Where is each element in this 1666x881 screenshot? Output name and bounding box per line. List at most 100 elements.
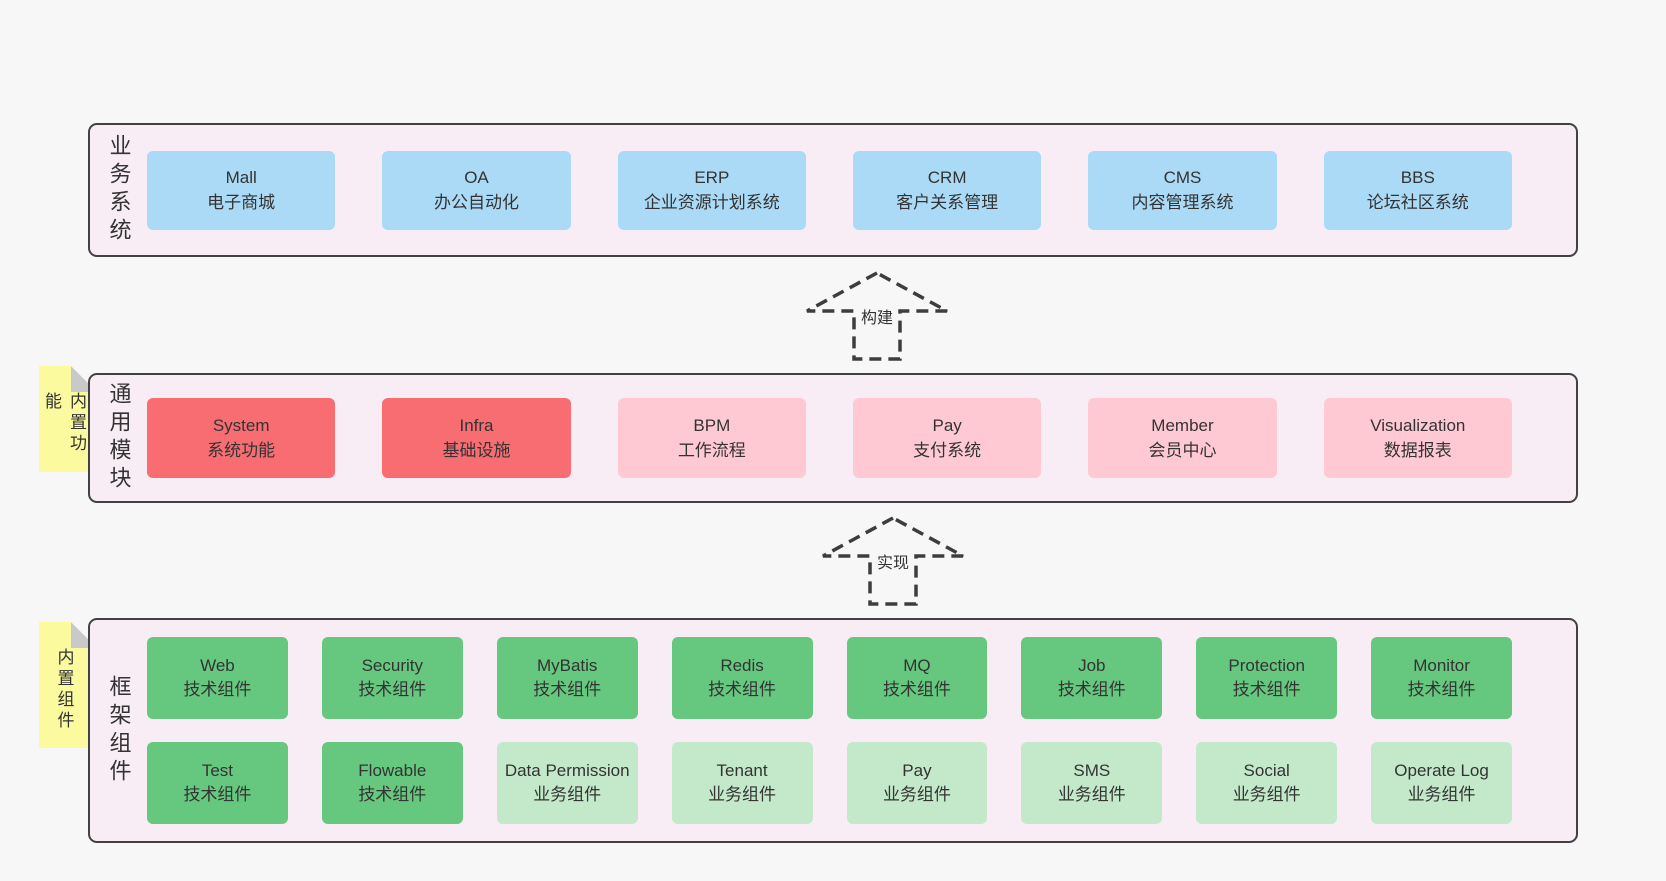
box-desc: 技术组件: [1232, 680, 1301, 699]
component-box-redis: Redis 技术组件: [671, 637, 813, 719]
system-box-erp: ERP 企业资源计划系统: [617, 150, 806, 230]
box-name: Infra: [459, 416, 494, 435]
box-name: Member: [1151, 416, 1214, 435]
component-box-test: Test 技术组件: [147, 742, 288, 824]
box-name: BPM: [693, 416, 731, 435]
box-desc: 工作流程: [677, 441, 746, 460]
box-desc: 技术组件: [358, 785, 427, 804]
box-name: Job: [1078, 656, 1106, 675]
box-name: SMS: [1073, 761, 1111, 780]
box-desc: 基础设施: [442, 441, 511, 460]
box-desc: 技术组件: [358, 680, 427, 699]
box-desc: 客户关系管理: [896, 193, 999, 212]
box-desc: 业务组件: [533, 785, 602, 804]
common-modules-panel: 通用模块 System 系统功能 Infra 基础设施 BPM 工作流程 Pay…: [88, 373, 1578, 503]
component-box-data-permission: Data Permission 业务组件: [496, 742, 638, 824]
module-box-member: Member 会员中心: [1088, 398, 1277, 478]
builtin-features-tab-label: 内置功能: [42, 392, 86, 455]
component-box-protection: Protection 技术组件: [1196, 637, 1338, 719]
box-name: CRM: [927, 168, 967, 187]
common-modules-row: System 系统功能 Infra 基础设施 BPM 工作流程 Pay 支付系统…: [147, 398, 1576, 478]
box-desc: 业务组件: [1232, 785, 1301, 804]
box-name: Tenant: [716, 761, 768, 780]
box-name: Test: [201, 761, 234, 780]
box-desc: 技术组件: [183, 680, 252, 699]
framework-components-panel: 框架组件 Web 技术组件 Security 技术组件 MyBatis 技术组件…: [88, 618, 1578, 843]
box-name: OA: [464, 168, 489, 187]
box-name: System: [212, 416, 270, 435]
component-box-mybatis: MyBatis 技术组件: [496, 637, 638, 719]
business-systems-row: Mall 电子商城 OA 办公自动化 ERP 企业资源计划系统 CRM 客户关系…: [147, 150, 1576, 230]
builtin-components-tab-label: 内置组件: [54, 648, 74, 732]
common-modules-label: 通用模块: [106, 382, 132, 494]
box-name: Security: [361, 656, 424, 675]
component-box-social: Social 业务组件: [1196, 742, 1338, 824]
box-name: MyBatis: [536, 656, 598, 675]
box-name: MQ: [903, 656, 931, 675]
implement-arrow-label: 实现: [872, 548, 914, 574]
component-box-job: Job 技术组件: [1021, 637, 1163, 719]
component-box-tenant: Tenant 业务组件: [671, 742, 813, 824]
box-desc: 技术组件: [533, 680, 602, 699]
component-box-web: Web 技术组件: [147, 637, 288, 719]
system-box-cms: CMS 内容管理系统: [1088, 150, 1277, 230]
box-desc: 内容管理系统: [1131, 193, 1234, 212]
box-desc: 业务组件: [708, 785, 777, 804]
build-arrow-label: 构建: [856, 303, 898, 329]
system-box-oa: OA 办公自动化: [382, 150, 571, 230]
module-box-visualization: Visualization 数据报表: [1323, 398, 1512, 478]
box-desc: 业务组件: [1057, 785, 1126, 804]
box-desc: 技术组件: [882, 680, 951, 699]
business-systems-panel: 业务系统 Mall 电子商城 OA 办公自动化 ERP 企业资源计划系统 CRM…: [88, 123, 1578, 257]
box-desc: 电子商城: [207, 193, 276, 212]
component-box-security: Security 技术组件: [321, 637, 463, 719]
box-name: ERP: [694, 168, 730, 187]
framework-components-grid: Web 技术组件 Security 技术组件 MyBatis 技术组件 Redi…: [147, 637, 1576, 824]
system-box-mall: Mall 电子商城: [147, 150, 336, 230]
box-desc: 支付系统: [913, 441, 982, 460]
box-desc: 技术组件: [708, 680, 777, 699]
component-box-monitor: Monitor 技术组件: [1371, 637, 1512, 719]
box-name: Protection: [1228, 656, 1305, 675]
box-name: Pay: [902, 761, 932, 780]
module-box-infra: Infra 基础设施: [382, 398, 571, 478]
module-box-system: System 系统功能: [147, 398, 336, 478]
implement-arrow: 实现: [818, 515, 968, 607]
box-name: CMS: [1163, 168, 1202, 187]
box-desc: 技术组件: [183, 785, 252, 804]
box-desc: 技术组件: [1057, 680, 1126, 699]
box-name: Operate Log: [1394, 761, 1489, 780]
box-name: Web: [200, 656, 235, 675]
box-name: Monitor: [1413, 656, 1470, 675]
build-arrow: 构建: [802, 270, 952, 362]
component-box-sms: SMS 业务组件: [1021, 742, 1163, 824]
box-name: Social: [1243, 761, 1290, 780]
box-desc: 论坛社区系统: [1366, 193, 1469, 212]
box-desc: 技术组件: [1407, 680, 1476, 699]
box-name: Redis: [720, 656, 764, 675]
component-box-mq: MQ 技术组件: [846, 637, 988, 719]
component-box-operate-log: Operate Log 业务组件: [1371, 742, 1512, 824]
box-desc: 办公自动化: [433, 193, 519, 212]
box-desc: 会员中心: [1148, 441, 1217, 460]
box-name: Pay: [932, 416, 962, 435]
box-desc: 业务组件: [882, 785, 951, 804]
module-box-pay: Pay 支付系统: [852, 398, 1042, 478]
box-name: Mall: [225, 168, 257, 187]
system-box-crm: CRM 客户关系管理: [852, 150, 1042, 230]
box-desc: 业务组件: [1407, 785, 1476, 804]
box-name: Visualization: [1370, 416, 1466, 435]
box-name: BBS: [1400, 168, 1435, 187]
up-arrow-icon: [806, 271, 948, 361]
module-box-bpm: BPM 工作流程: [617, 398, 806, 478]
business-systems-label: 业务系统: [106, 134, 132, 246]
box-desc: 系统功能: [207, 441, 276, 460]
box-desc: 数据报表: [1383, 441, 1452, 460]
box-desc: 企业资源计划系统: [643, 193, 780, 212]
component-box-flowable: Flowable 技术组件: [321, 742, 463, 824]
box-name: Flowable: [358, 761, 427, 780]
system-box-bbs: BBS 论坛社区系统: [1323, 150, 1512, 230]
up-arrow-icon: [822, 516, 964, 606]
box-name: Data Permission: [504, 761, 630, 780]
